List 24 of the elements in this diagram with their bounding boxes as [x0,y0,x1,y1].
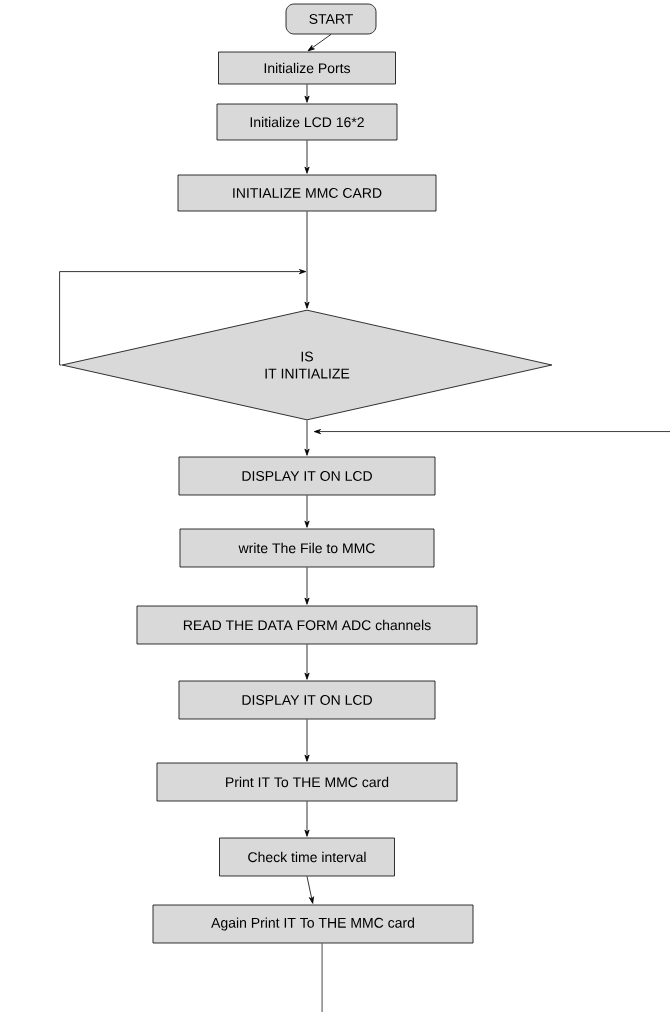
process-box: Print IT To THE MMC card [156,762,458,802]
process-box: INITIALIZE MMC CARD [177,174,437,212]
process-box: Initialize Ports [218,51,396,85]
arrow [304,567,310,605]
arrow [304,644,310,680]
process-box: DISPLAY IT ON LCD [178,456,436,496]
arrow [306,876,314,904]
arrow [304,495,310,528]
arrow [59,269,307,366]
arrow [307,34,332,52]
arrow [304,420,310,456]
arrow [304,140,310,174]
process-box: write The File to MMC [179,528,435,568]
arrow [304,84,310,103]
process-box: Check time interval [219,837,395,877]
process-box: READ THE DATA FORM ADC channels [136,605,478,645]
arrow [304,719,310,762]
process-box: DISPLAY IT ON LCD [178,680,436,720]
arrow [313,429,670,435]
process-box: Again Print IT To THE MMC card [152,904,474,944]
arrow [304,211,310,309]
arrow [304,801,310,837]
process-box: Initialize LCD 16*2 [216,103,398,141]
start-terminal: START [285,3,377,35]
